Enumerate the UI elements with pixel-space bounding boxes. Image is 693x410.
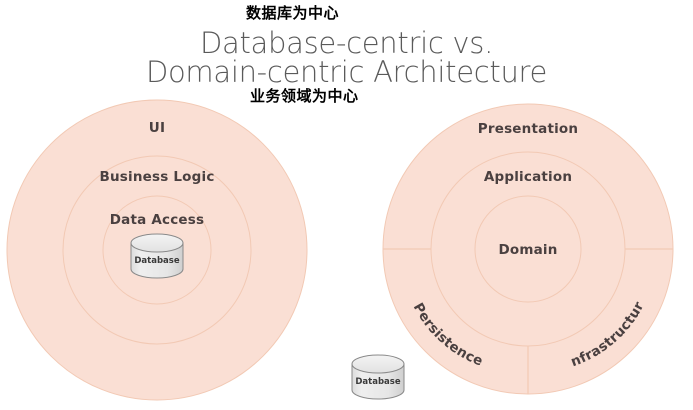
ring-label-application: Application	[484, 169, 572, 185]
cylinder-top	[130, 233, 184, 253]
database-cylinder-left[interactable]: Database	[130, 233, 184, 279]
cylinder-label: Database	[355, 377, 400, 387]
cylinder-body	[130, 242, 184, 279]
annotation-database-centric-cn: 数据库为中心	[246, 4, 340, 22]
title-line-1: Database-centric vs.	[200, 26, 493, 60]
ring-label-ui: UI	[149, 120, 165, 136]
title-line-2: Domain-centric Architecture	[146, 55, 547, 89]
ring-domain[interactable]	[474, 195, 582, 303]
cylinder-body	[351, 363, 405, 400]
ring-label-presentation: Presentation	[478, 121, 578, 137]
ring-label-data-access: Data Access	[110, 212, 204, 228]
cylinder-label: Database	[134, 256, 179, 266]
database-cylinder-bottom[interactable]: Database	[351, 354, 405, 400]
annotation-domain-centric-cn: 业务领域为中心	[250, 87, 359, 105]
left-diagram-database-centric: UI Business Logic Data Access Database	[6, 99, 308, 401]
ring-label-business-logic: Business Logic	[99, 169, 214, 185]
cylinder-top	[351, 354, 405, 374]
ring-label-domain: Domain	[498, 242, 557, 258]
